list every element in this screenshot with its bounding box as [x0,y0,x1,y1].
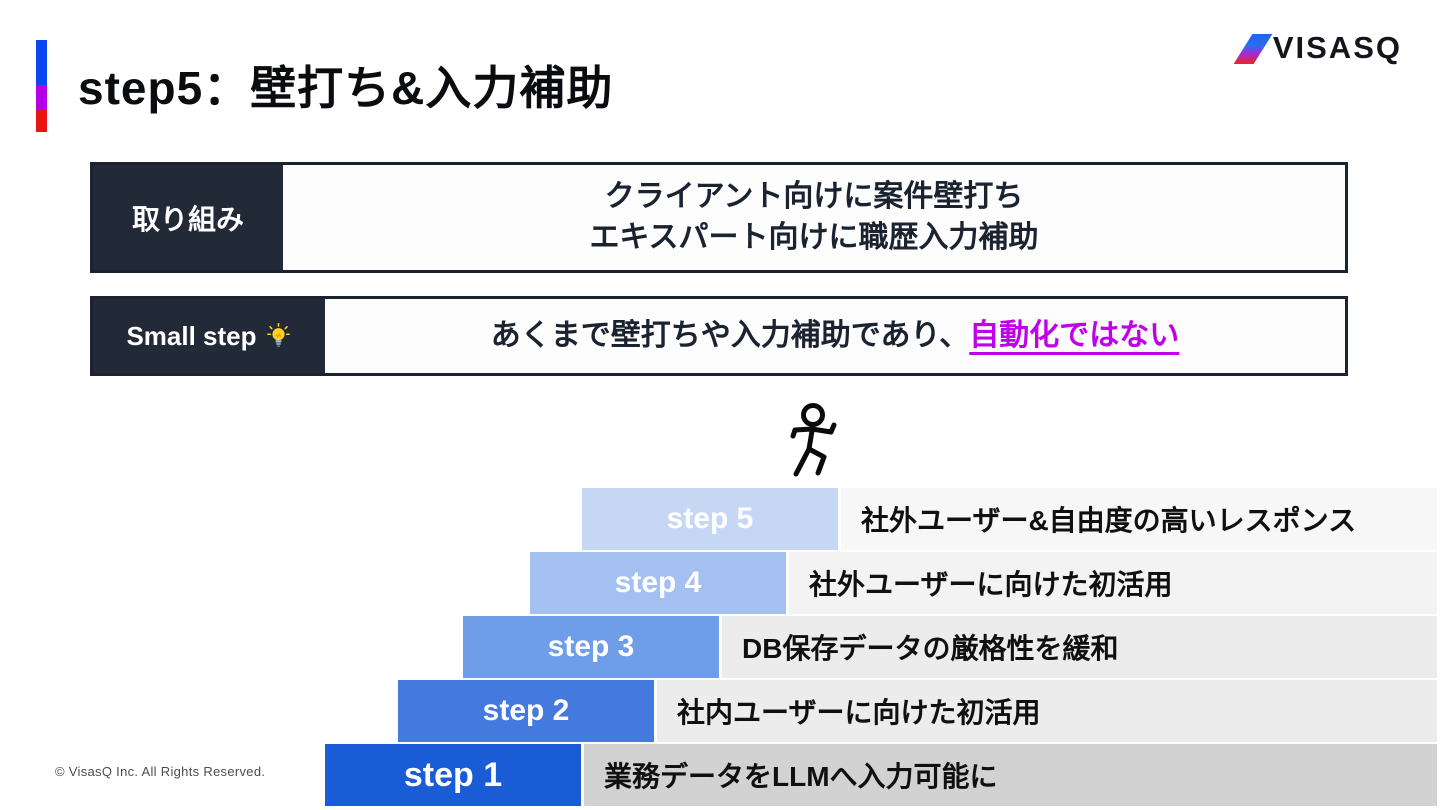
small-step-row: Small step あくまで壁打ちや入力補助であり、自動化ではない [90,296,1348,376]
initiative-label: 取り組み [93,165,283,270]
step-4-panel: 社外ユーザーに向けた初活用 [789,552,1437,614]
step-3-description: DB保存データの厳格性を緩和 [742,633,1119,664]
accent-purple [36,85,47,110]
step-5-panel: 社外ユーザー&自由度の高いレスポンス [841,488,1437,550]
stair-step-4: step 4 社外ユーザーに向けた初活用 [530,552,1437,614]
step-1-block: step 1 [325,744,581,806]
step-5-description: 社外ユーザー&自由度の高いレスポンス [861,505,1357,536]
initiative-line-2: エキスパート向けに職歴入力補助 [589,220,1039,254]
stair-step-2: step 2 社内ユーザーに向けた初活用 [398,680,1437,742]
step-2-description: 社内ユーザーに向けた初活用 [677,697,1041,728]
step-3-block: step 3 [463,616,719,678]
step-3-label: step 3 [547,630,635,663]
stick-person-icon [790,403,837,477]
logo-slash-icon [1233,34,1273,64]
step-2-panel: 社内ユーザーに向けた初活用 [657,680,1437,742]
small-step-highlight: 自動化ではない [969,318,1180,352]
step-4-label: step 4 [614,566,702,599]
small-step-text: あくまで壁打ちや入力補助であり、 [490,318,970,352]
initiative-content: クライアント向けに案件壁打ち エキスパート向けに職歴入力補助 [283,165,1345,270]
step-5-label: step 5 [666,502,754,535]
title-accent-bar [36,40,47,132]
step-2-block: step 2 [398,680,654,742]
step-4-block: step 4 [530,552,786,614]
small-step-label: Small step [93,299,325,373]
accent-red [36,110,47,132]
initiative-line-1: クライアント向けに案件壁打ち [604,180,1024,213]
stair-step-1: step 1 業務データをLLMへ入力可能に [325,744,1437,806]
step-4-description: 社外ユーザーに向けた初活用 [809,569,1173,600]
small-step-label-text: Small step [126,320,257,351]
step-3-panel: DB保存データの厳格性を緩和 [722,616,1437,678]
step-1-description: 業務データをLLMへ入力可能に [604,761,998,792]
stair-step-5: step 5 社外ユーザー&自由度の高いレスポンス [582,488,1437,550]
lightbulb-icon [266,322,290,347]
accent-blue [36,40,47,85]
copyright-text: © VisasQ Inc. All Rights Reserved. [55,764,266,779]
small-step-content: あくまで壁打ちや入力補助であり、自動化ではない [325,299,1345,373]
step-5-block: step 5 [582,488,838,550]
page-title: step5：壁打ち&入力補助 [78,62,614,114]
step-1-label: step 1 [403,755,503,794]
stair-step-3: step 3 DB保存データの厳格性を緩和 [463,616,1437,678]
logo-text: VISASQ [1272,30,1402,65]
initiative-row: 取り組み クライアント向けに案件壁打ち エキスパート向けに職歴入力補助 [90,162,1348,273]
step-1-panel: 業務データをLLMへ入力可能に [584,744,1437,806]
visasq-logo: VISASQ [1233,30,1402,66]
step-2-label: step 2 [482,694,570,727]
